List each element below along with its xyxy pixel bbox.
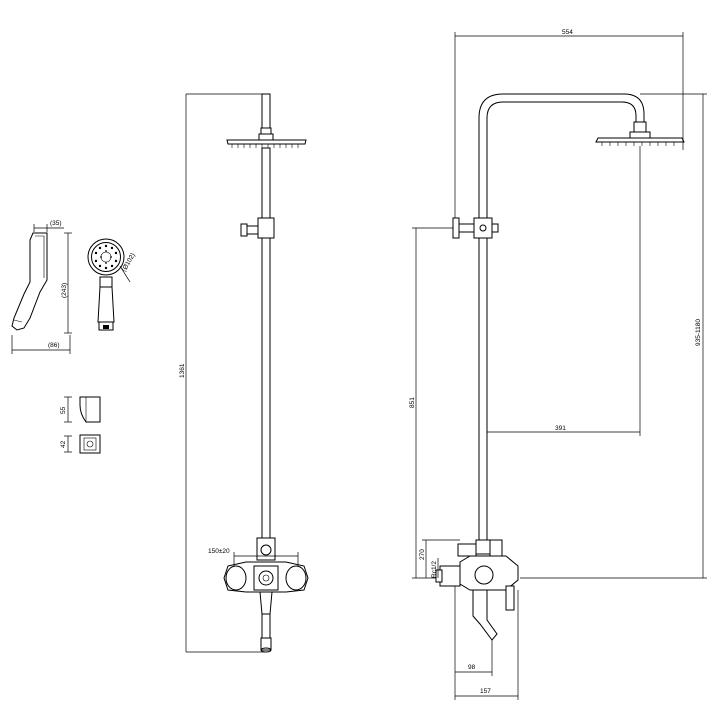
side-view: 554 935-1180 851 391 [409, 29, 707, 700]
top-width-label: 554 [562, 29, 573, 36]
spout-long-label: 157 [480, 688, 491, 695]
wall-holder-views: 55 42 [60, 396, 101, 454]
holder-height-label: 55 [60, 406, 67, 414]
handset-length-label: (243) [61, 283, 68, 298]
valve-thread-label: Rc1/2 [431, 561, 438, 578]
total-height-label: 1361 [179, 363, 186, 378]
hand-shower-front-view: (Ø102) [87, 238, 137, 331]
front-view: 1361 150±20 [179, 93, 309, 653]
hand-shower-side-view: (35) (243) (86) [11, 220, 72, 354]
holder-base-label: 42 [60, 440, 67, 448]
handset-base-label: (86) [48, 342, 60, 349]
arm-reach-label: 391 [555, 425, 566, 432]
centers-label: 150±20 [208, 548, 230, 555]
valve-height-label: 270 [419, 549, 426, 560]
right-height-label: 935-1180 [695, 319, 702, 346]
spout-short-label: 98 [468, 664, 476, 671]
left-height-label: 851 [409, 397, 416, 408]
handset-width-label: (35) [50, 220, 62, 227]
